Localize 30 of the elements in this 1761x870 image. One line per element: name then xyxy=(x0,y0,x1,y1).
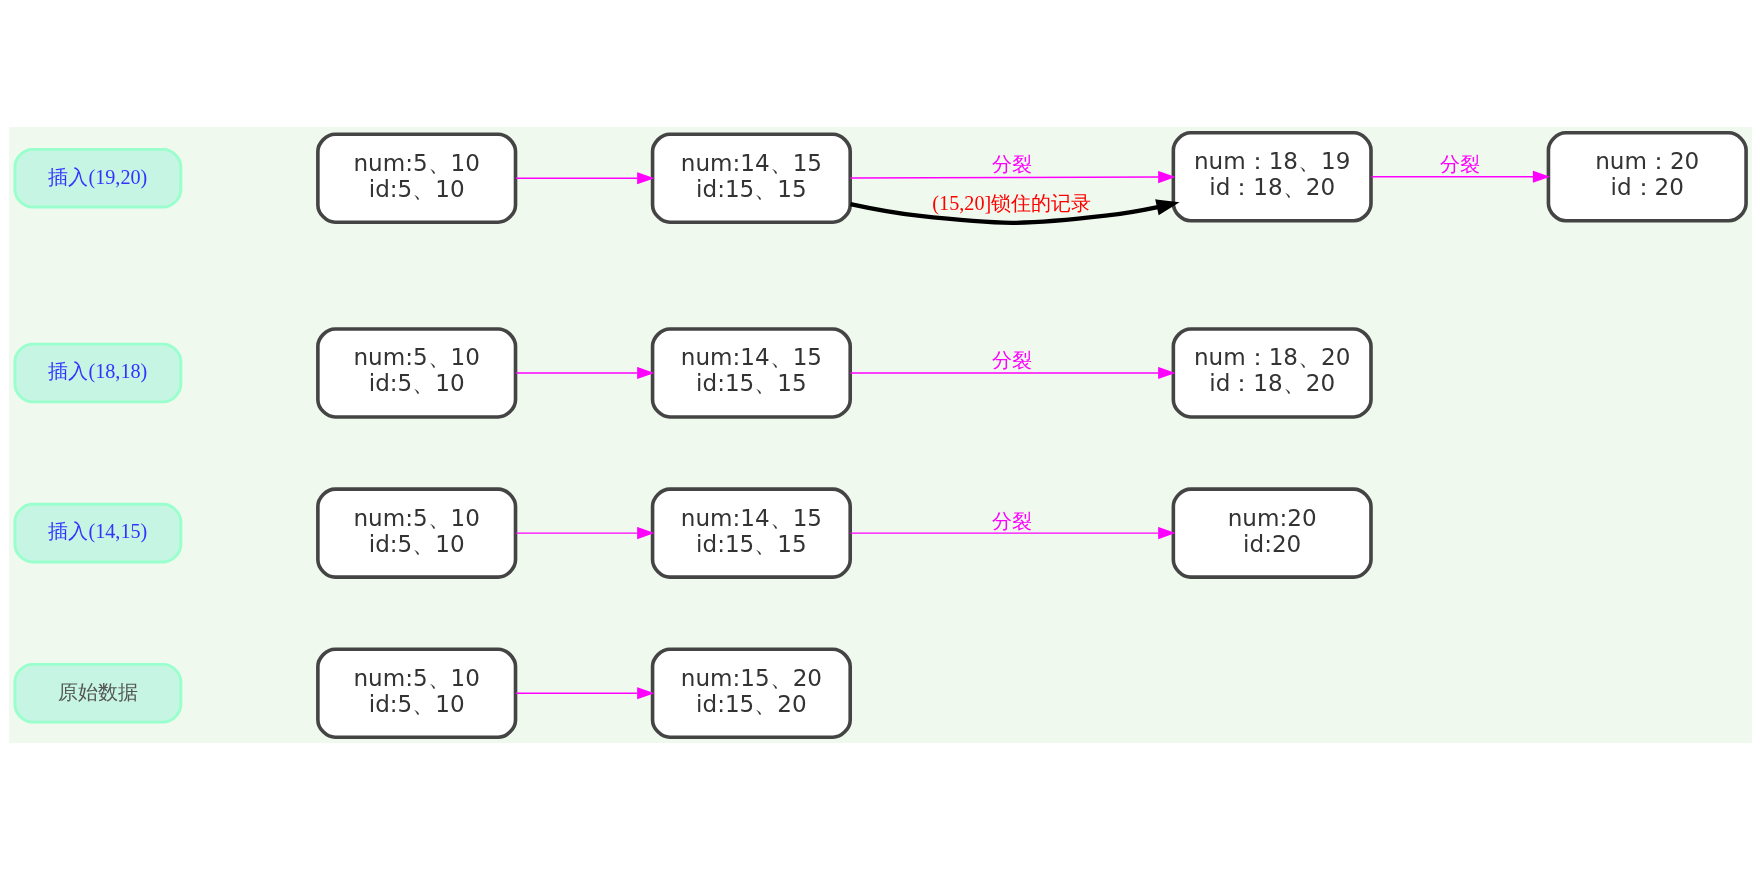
edge-label: 分裂 xyxy=(991,509,1032,532)
node-box: 插入(19,20) xyxy=(13,147,183,209)
edge-label: 分裂 xyxy=(1439,153,1480,176)
node-box: 插入(14,15) xyxy=(13,502,183,564)
arrow xyxy=(515,366,655,380)
node-box: num:14、15 id:15、15 xyxy=(650,132,852,224)
arrow xyxy=(515,687,655,700)
node-box: num:14、15 id:15、15 xyxy=(650,487,852,579)
node-box: num:5、10 id:5、10 xyxy=(316,327,518,419)
edge-label: 分裂 xyxy=(991,349,1032,372)
arrow xyxy=(849,366,1176,380)
node-box: 插入(18,18) xyxy=(13,342,183,404)
node-box: num:5、10 id:5、10 xyxy=(316,487,518,579)
arrow xyxy=(849,527,1176,540)
edge-label: (15,20]锁住的记录 xyxy=(932,192,1092,215)
node-box: num:14、15 id:15、15 xyxy=(650,327,852,419)
arrow xyxy=(850,199,1180,225)
arrow xyxy=(1370,170,1551,183)
node-box: num：18、20 id：18、20 xyxy=(1171,327,1373,419)
node-box: 原始数据 xyxy=(13,662,183,724)
arrow xyxy=(515,527,655,540)
node-box: num:5、10 id:5、10 xyxy=(316,132,518,224)
edge-label: 分裂 xyxy=(991,153,1032,176)
node-box: num:20 id:20 xyxy=(1171,487,1373,579)
node-box: num：18、19 id：18、20 xyxy=(1171,130,1373,223)
node-box: num：20 id：20 xyxy=(1546,130,1748,223)
node-box: num:15、20 id:15、20 xyxy=(650,647,852,740)
node-box: num:5、10 id:5、10 xyxy=(316,647,518,740)
arrow xyxy=(515,172,655,185)
arrow xyxy=(849,171,1176,184)
